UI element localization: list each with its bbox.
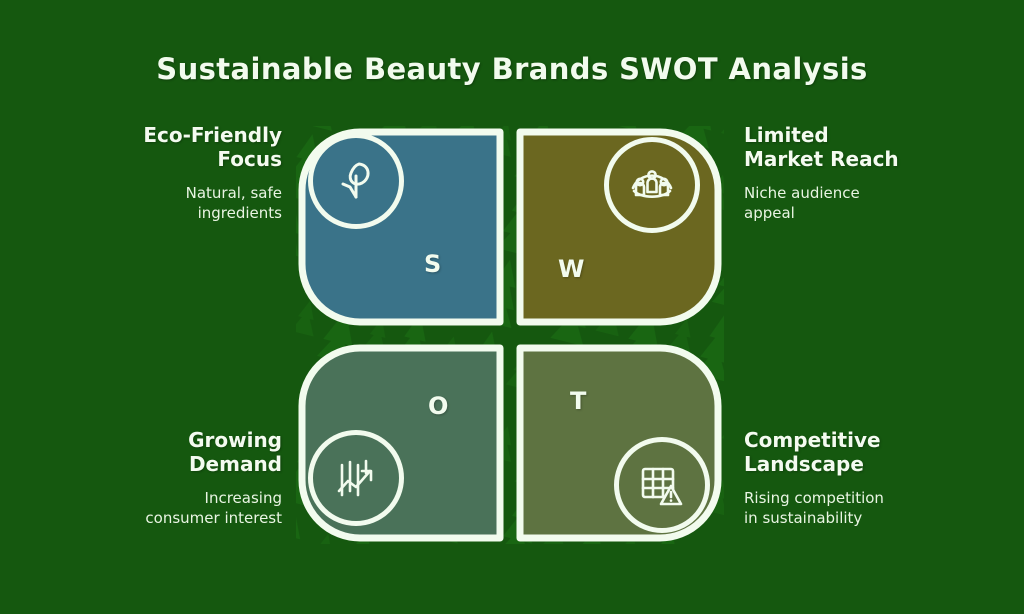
strengths-description: Natural, safe ingredients — [185, 183, 282, 222]
opportunities-label-block: Growing Demand Increasing consumer inter… — [52, 428, 282, 529]
weaknesses-label-block: Limited Market Reach Niche audience appe… — [744, 123, 974, 224]
grid-warning-icon — [641, 467, 683, 506]
threats-description: Rising competition in sustainability — [744, 488, 884, 527]
quadrant-letter-s: S — [424, 250, 442, 278]
page-title: Sustainable Beauty Brands SWOT Analysis — [156, 52, 868, 86]
opportunities-heading: Growing Demand — [188, 428, 282, 477]
quadrant-letter-t: T — [570, 387, 587, 415]
opportunities-icon-badge[interactable] — [308, 430, 404, 526]
weaknesses-description: Niche audience appeal — [744, 183, 860, 222]
group-people-icon — [631, 170, 673, 198]
quadrant-letter-w: W — [558, 255, 585, 283]
threats-heading: Competitive Landscape — [744, 428, 881, 477]
opportunities-description: Increasing consumer interest — [145, 488, 282, 527]
threats-label-block: Competitive Landscape Rising competition… — [744, 428, 974, 529]
threats-icon-badge[interactable] — [614, 437, 710, 533]
weaknesses-heading: Limited Market Reach — [744, 123, 899, 172]
strengths-heading: Eco-Friendly Focus — [143, 123, 282, 172]
quadrant-letter-o: O — [428, 392, 449, 420]
weaknesses-icon-badge[interactable] — [604, 137, 700, 233]
growth-chart-icon — [337, 459, 373, 497]
strengths-label-block: Eco-Friendly Focus Natural, safe ingredi… — [52, 123, 282, 224]
strengths-icon-badge[interactable] — [308, 133, 404, 229]
leaf-sprout-icon — [341, 162, 370, 199]
